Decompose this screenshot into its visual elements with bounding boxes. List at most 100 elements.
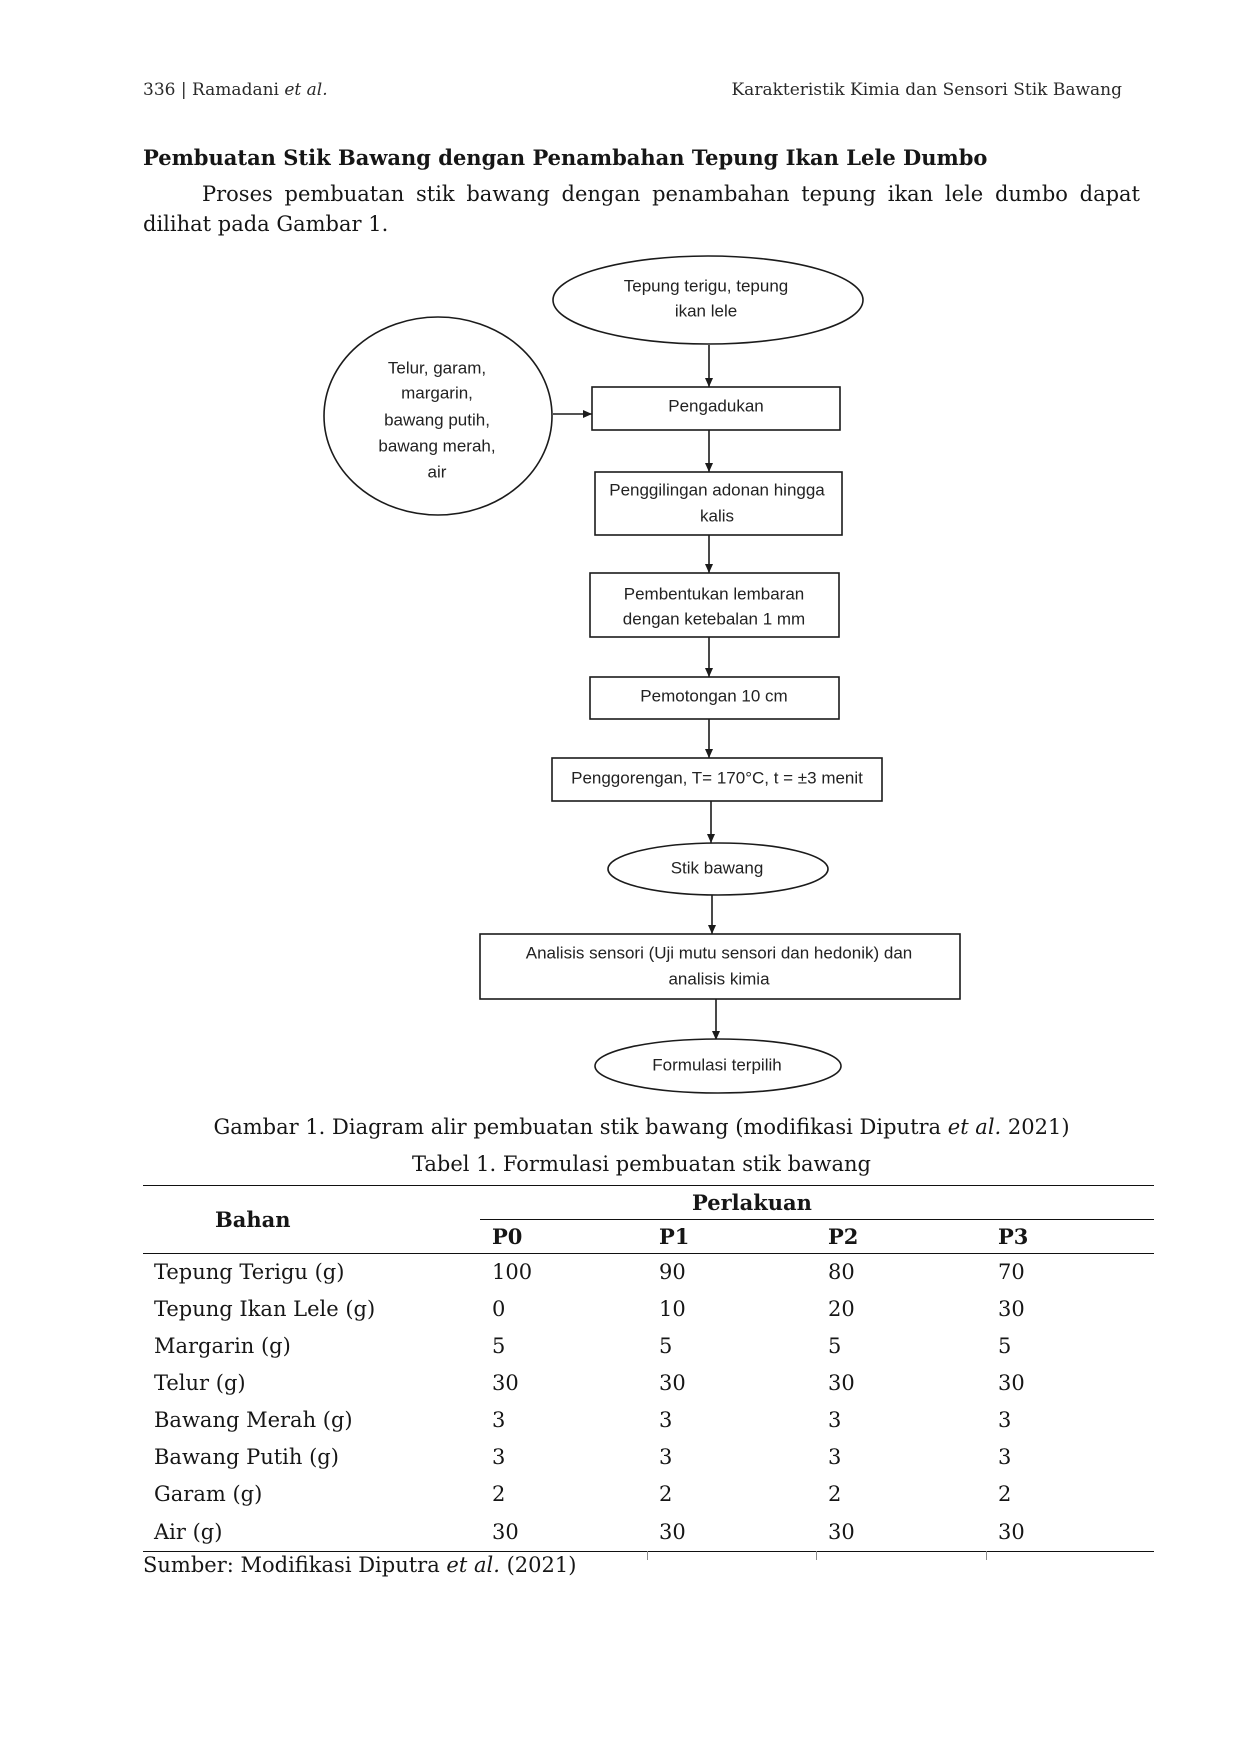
cell-value: 3 (828, 1445, 842, 1469)
cell-value: 3 (998, 1408, 1012, 1432)
node-label-line: Tepung terigu, tepung (624, 277, 788, 296)
author-et-al: et al. (284, 80, 328, 100)
source-year: (2021) (506, 1553, 577, 1577)
cell-value: 10 (659, 1297, 686, 1321)
node-ellipse (607, 842, 829, 896)
column-header-p2: P2 (816, 1219, 986, 1254)
cell-value: 5 (828, 1334, 842, 1358)
node-label-line: Telur, garam, (388, 359, 486, 378)
cell-value: 3 (492, 1445, 506, 1469)
node-box (551, 757, 883, 802)
table-header: Bahan Perlakuan P0 P1 P2 P3 (143, 1185, 1154, 1254)
figure-caption: Gambar 1. Diagram alir pembuatan stik ba… (143, 1115, 1140, 1140)
running-header: 336 | Ramadani et al. Karakteristik Kimi… (143, 79, 1122, 101)
node-circle (323, 316, 553, 516)
flow-node-sheeting: Pembentukan lembaran dengan ketebalan 1 … (589, 572, 840, 638)
caption-text: Gambar 1. Diagram alir pembuatan stik ba… (213, 1115, 942, 1139)
table-header-row: P0 P1 P2 P3 (143, 1219, 1154, 1254)
table-row: Tepung Terigu (g) 100 90 80 70 (143, 1254, 1154, 1291)
ingredient-label: Air (g) (154, 1519, 223, 1544)
flow-node-grinding: Penggilingan adonan hingga kalis (594, 471, 843, 536)
node-label-line: kalis (700, 507, 734, 526)
cell-value: 3 (659, 1445, 673, 1469)
cell-value: 0 (492, 1297, 506, 1321)
node-label-line: Pengadukan (668, 397, 763, 416)
table-row: Telur (g) 30 30 30 30 (143, 1365, 1154, 1402)
table-row: Bawang Putih (g) 3 3 3 3 (143, 1439, 1154, 1476)
node-ellipse (552, 255, 864, 345)
cell-value: 70 (998, 1260, 1025, 1285)
node-box (589, 572, 840, 638)
node-label-line: bawang putih, (384, 411, 490, 430)
ingredient-label: Margarin (g) (154, 1334, 291, 1358)
node-label-line: Stik bawang (671, 859, 764, 878)
source-text: Sumber: Modifikasi Diputra (143, 1553, 440, 1577)
node-label-line: Penggorengan, T= 170°C, t = ±3 menit (571, 769, 863, 788)
column-header-p0: P0 (480, 1219, 647, 1254)
ingredient-label: Garam (g) (154, 1482, 263, 1506)
cell-value: 30 (659, 1519, 686, 1544)
flow-node-frying: Penggorengan, T= 170°C, t = ±3 menit (551, 757, 883, 802)
cell-value: 20 (828, 1297, 855, 1321)
node-box (594, 471, 843, 536)
cell-value: 30 (492, 1371, 519, 1395)
cell-value: 30 (998, 1519, 1025, 1544)
cell-value: 2 (659, 1482, 673, 1506)
flow-node-other-ingredients: Telur, garam, margarin, bawang putih, ba… (323, 316, 553, 516)
node-label-line: dengan ketebalan 1 mm (623, 610, 805, 629)
section-heading: Pembuatan Stik Bawang dengan Penambahan … (143, 145, 988, 170)
node-box (591, 386, 841, 431)
caption-year: 2021) (1007, 1115, 1070, 1139)
cell-value: 5 (998, 1334, 1012, 1358)
table-column-tick (986, 1551, 987, 1560)
node-label-line: bawang merah, (378, 437, 495, 456)
ingredient-label: Bawang Putih (g) (154, 1445, 339, 1469)
flow-node-mixing: Pengadukan (591, 386, 841, 431)
cell-value: 30 (492, 1519, 519, 1544)
cell-value: 100 (492, 1260, 533, 1285)
running-header-author: 336 | Ramadani et al. (143, 79, 328, 101)
node-ellipse (594, 1038, 842, 1094)
column-header-p3: P3 (986, 1219, 1154, 1254)
node-label-line: air (428, 463, 447, 482)
cell-value: 30 (998, 1297, 1025, 1321)
cell-value: 3 (492, 1408, 506, 1432)
node-label-line: Pemotongan 10 cm (640, 687, 787, 706)
table-header-row: Bahan Perlakuan (143, 1185, 1154, 1254)
ingredient-label: Tepung Ikan Lele (g) (154, 1297, 376, 1321)
node-label-line: Penggilingan adonan hingga (609, 481, 825, 500)
cell-value: 2 (998, 1482, 1012, 1506)
table-row: Garam (g) 2 2 2 2 (143, 1476, 1154, 1513)
flow-diagram: Tepung terigu, tepung ikan lele Telur, g… (323, 255, 961, 1094)
node-label-line: margarin, (401, 384, 473, 403)
section-paragraph: Proses pembuatan stik bawang dengan pena… (143, 182, 1140, 236)
flow-node-flour-input: Tepung terigu, tepung ikan lele (552, 255, 864, 345)
group-header-perlakuan: Perlakuan (480, 1185, 1154, 1220)
row-header-bahan: Bahan (143, 1185, 480, 1254)
flow-node-analysis: Analisis sensori (Uji mutu sensori dan h… (479, 933, 961, 1000)
cell-value: 3 (659, 1408, 673, 1432)
node-label-line: Pembentukan lembaran (624, 585, 805, 604)
cell-value: 30 (998, 1371, 1025, 1395)
column-header-p1: P1 (647, 1219, 816, 1254)
cell-value: 90 (659, 1260, 686, 1285)
cell-value: 80 (828, 1260, 855, 1285)
ingredient-label: Bawang Merah (g) (154, 1408, 353, 1432)
table-row: Air (g) 30 30 30 30 (143, 1513, 1154, 1552)
cell-value: 5 (492, 1334, 506, 1358)
ingredient-label: Tepung Terigu (g) (154, 1260, 345, 1285)
node-label-line: Formulasi terpilih (652, 1056, 781, 1075)
cell-value: 2 (828, 1482, 842, 1506)
flow-node-selected-formulation: Formulasi terpilih (594, 1038, 842, 1094)
table-source-note: Sumber: Modifikasi Diputra et al. (2021) (143, 1553, 576, 1578)
node-box (479, 933, 961, 1000)
table-row: Bawang Merah (g) 3 3 3 3 (143, 1402, 1154, 1439)
cell-value: 30 (828, 1519, 855, 1544)
node-label-line: ikan lele (675, 302, 737, 321)
cell-value: 5 (659, 1334, 673, 1358)
table-row: Margarin (g) 5 5 5 5 (143, 1328, 1154, 1365)
running-header-title: Karakteristik Kimia dan Sensori Stik Baw… (731, 80, 1122, 100)
table-title: Tabel 1. Formulasi pembuatan stik bawang (411, 1152, 871, 1176)
cell-value: 3 (998, 1445, 1012, 1469)
